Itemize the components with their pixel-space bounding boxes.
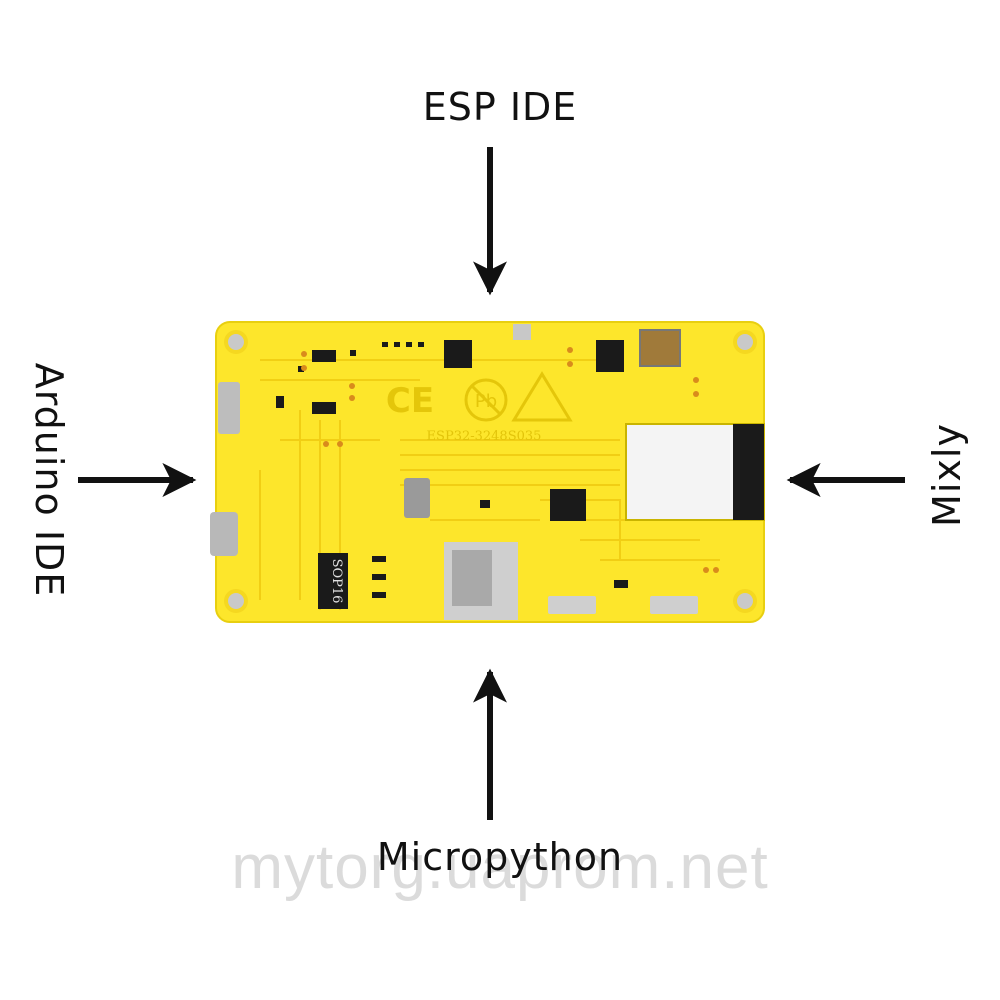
- label-esp-ide: ESP IDE: [422, 85, 578, 129]
- ce-mark: CE: [386, 381, 434, 421]
- pcb-board: SOP16 CE Pb ESP32-3248S035: [210, 321, 765, 623]
- warning-triangle-mark: [511, 371, 573, 422]
- label-mixly: Mixly: [925, 423, 969, 527]
- label-micropython: Micropython: [376, 835, 624, 879]
- board-silkscreen: ESP32-3248S035: [427, 429, 542, 444]
- chip-marking: SOP16: [329, 559, 344, 604]
- label-arduino-ide: Arduino IDE: [27, 362, 71, 598]
- watermark: mytorg.uaprom.net: [231, 833, 769, 902]
